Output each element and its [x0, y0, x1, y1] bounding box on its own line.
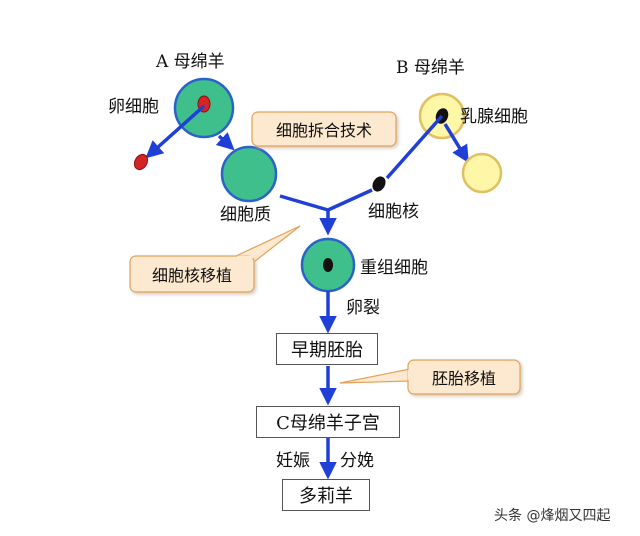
- label-cleavage: 卵裂: [346, 298, 380, 318]
- arrow-nucleus-removal: [145, 104, 206, 159]
- label-gestation: 妊娠: [276, 451, 310, 471]
- label-nucleus: 细胞核: [368, 202, 419, 222]
- label-delivery: 分娩: [340, 451, 374, 471]
- label-egg-cell: 卵细胞: [108, 97, 159, 117]
- label-mammary-cell: 乳腺细胞: [460, 107, 528, 127]
- watermark: 头条 @烽烟又四起: [494, 508, 611, 524]
- arrow-to-empty-mammary: [443, 123, 469, 163]
- box-uterus: C母绵羊子宫: [256, 406, 400, 438]
- enucleated-mammary-cell: [461, 152, 503, 194]
- box-early-embryo: 早期胚胎: [276, 333, 378, 365]
- label-sheep-a: A 母绵羊: [156, 52, 225, 72]
- note-embryo-transfer: 胚胎移植: [431, 369, 496, 388]
- label-sheep-b: B 母绵羊: [396, 58, 465, 78]
- removed-nucleus: [133, 153, 149, 171]
- recombinant-cell-nucleus: [323, 258, 333, 272]
- note-cell-fusion: 细胞拆合技术: [275, 121, 372, 140]
- label-cytoplasm: 细胞质: [220, 205, 271, 225]
- donor-nucleus: [372, 176, 386, 192]
- note-nuclear-transfer-bg: [129, 255, 255, 293]
- label-recombinant-cell: 重组细胞: [360, 258, 428, 278]
- box-dolly: 多莉羊: [282, 479, 370, 511]
- merge-line-left: [279, 194, 329, 212]
- note-cell-fusion-bg: [251, 111, 397, 147]
- note-embryo-transfer-pointer: [339, 368, 411, 384]
- arrow-to-cytoplasm: [215, 132, 235, 151]
- merge-line-right: [327, 188, 373, 212]
- cytoplasm-cell: [220, 145, 278, 203]
- arrow-nucleus-extraction: [385, 114, 444, 180]
- note-nuclear-transfer: 细胞核移植: [151, 266, 232, 285]
